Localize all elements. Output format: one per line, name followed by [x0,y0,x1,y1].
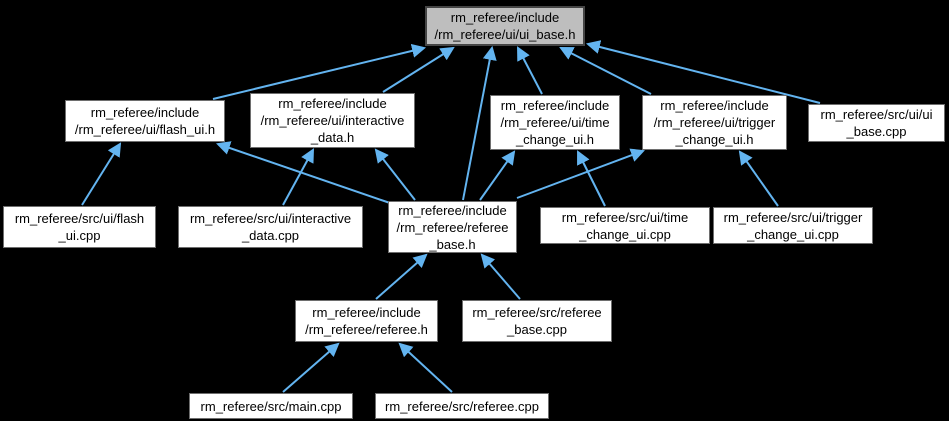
node-label-line: _base.cpp [507,322,567,337]
edge-interactive_data_cpp-to-interactive_data_h [282,148,315,206]
node-label-line: rm_referee/src/ui/flash [14,211,145,226]
edge-referee_h-to-referee_base_h [375,253,428,300]
node-label-line: _data.h [310,130,355,145]
edge-interactive_data_h-to-ui_base_h [382,46,455,93]
graph-node-trigger_change_ui_cpp[interactable]: rm_referee/src/ui/trigger_change_ui.cpp [713,207,873,244]
node-label-line: _ui.cpp [58,228,101,243]
node-label-line: rm_referee/include [660,98,769,113]
edge-trigger_change_ui_h-to-ui_base_h [559,47,652,95]
node-label-line: _change_ui.cpp [579,226,671,242]
edge-flash_ui_h-to-ui_base_h [212,43,427,100]
node-label-line: /rm_referee/ui/interactive [260,113,405,128]
node-label-line: rm_referee/include [90,105,200,120]
node-label-line: /rm_referee/referee.h [305,322,428,337]
edge-referee_base_h-to-time_change_ui_h [479,150,516,201]
node-label-line: /rm_referee/ui/flash_ui.h [74,122,216,137]
node-label-line: _data.cpp [241,228,300,243]
edge-referee_base_cpp-to-referee_base_h [480,253,521,300]
node-label-line: /rm_referee/referee [396,219,509,235]
graph-node-referee_cpp[interactable]: rm_referee/src/referee.cpp [375,393,549,419]
node-label-line: rm_referee/src/referee.cpp [385,398,539,414]
edge-time_change_ui_cpp-to-time_change_ui_h [577,150,606,207]
node-label-line: rm_referee/src/referee [472,305,602,320]
node-label-line: rm_referee/include [312,305,421,320]
edge-referee_base_h-to-trigger_change_ui_h [516,148,645,199]
node-label-line: /rm_referee/ui/trigger [653,115,776,130]
node-label-line: rm_referee/include [450,10,560,25]
node-label-line: rm_referee/include [500,98,610,113]
graph-node-time_change_ui_cpp[interactable]: rm_referee/src/ui/time_change_ui.cpp [540,207,710,244]
graph-node-interactive_data_cpp[interactable]: rm_referee/src/ui/interactive _data.cpp [178,206,363,248]
node-label-line: _base.h [429,236,476,252]
graph-node-flash_ui_h[interactable]: rm_referee/include/rm_referee/ui/flash_u… [65,100,225,142]
node-label-line: rm_referee/include [278,96,387,111]
graph-node-referee_base_cpp[interactable]: rm_referee/src/referee _base.cpp [462,300,612,342]
edge-time_change_ui_h-to-ui_base_h [517,46,543,95]
edge-referee_base_h-to-interactive_data_h [374,148,416,201]
graph-node-main_cpp[interactable]: rm_referee/src/main.cpp [189,393,353,419]
node-label-line: rm_referee/src/ui/trigger [723,209,863,225]
node-label-line: _change_ui.cpp [747,226,839,242]
edge-trigger_change_ui_cpp-to-trigger_change_ui_h [738,150,779,207]
edge-main_cpp-to-referee_h [282,342,340,393]
graph-node-interactive_data_h[interactable]: rm_referee/include/rm_referee/ui/interac… [250,93,415,148]
node-label-line: rm_referee/src/ui/ui [820,107,933,122]
graph-node-flash_ui_cpp[interactable]: rm_referee/src/ui/flash _ui.cpp [3,206,156,248]
node-label-line: _base.cpp [846,124,907,139]
node-label-line: /rm_referee/ui/ui_base.h [434,27,576,42]
edge-referee_base_h-to-ui_base_h [462,45,497,201]
graph-node-referee_base_h[interactable]: rm_referee/include/rm_referee/referee_ba… [388,201,517,253]
node-label-line: rm_referee/include [398,202,507,218]
graph-node-ui_base_cpp[interactable]: rm_referee/src/ui/ui _base.cpp [808,104,945,142]
graph-node-trigger_change_ui_h[interactable]: rm_referee/include/rm_referee/ui/trigger… [642,95,787,150]
graph-node-ui_base_h[interactable]: rm_referee/include/rm_referee/ui/ui_base… [425,6,585,46]
edge-referee_base_h-to-flash_ui_h [216,141,391,204]
node-label-line: rm_referee/src/ui/time [561,209,689,225]
graph-node-time_change_ui_h[interactable]: rm_referee/include/rm_referee/ui/time _ch… [490,95,620,150]
graph-node-referee_h[interactable]: rm_referee/include/rm_referee/referee.h [295,300,438,342]
node-label-line: _change_ui.h [515,132,595,147]
node-label-line: rm_referee/src/main.cpp [200,398,342,414]
node-label-line: /rm_referee/ui/time [500,115,610,130]
node-label-line: _change_ui.h [675,132,754,147]
edge-flash_ui_cpp-to-flash_ui_h [81,142,122,206]
edge-referee_cpp-to-referee_h [398,342,453,393]
node-label-line: rm_referee/src/ui/interactive [189,211,352,226]
